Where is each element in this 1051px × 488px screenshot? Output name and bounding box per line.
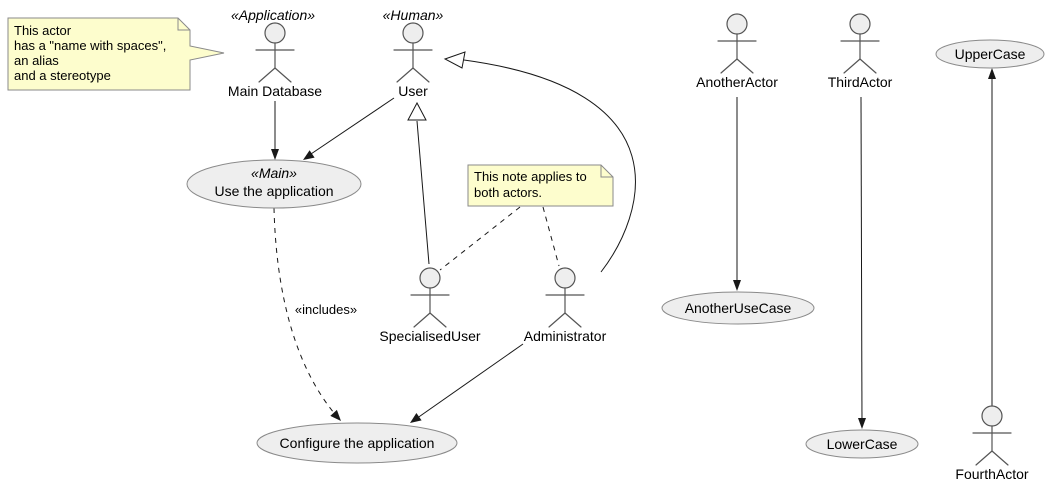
usecase-label: UpperCase <box>955 46 1026 62</box>
note-line: This note applies to <box>474 169 587 184</box>
edge-label-includes: «includes» <box>295 302 357 317</box>
usecase-ellipse <box>256 422 458 464</box>
usecase-lower-case: LowerCase <box>805 429 919 459</box>
note-body <box>467 164 614 207</box>
actor-leg <box>258 67 276 83</box>
actor-user: «Human» User <box>383 7 444 99</box>
arrowhead-icon <box>410 413 422 423</box>
usecase-label: LowerCase <box>827 436 898 452</box>
edge-main-database-to-use-application <box>271 101 279 160</box>
edge-curve <box>463 59 636 273</box>
actor-leg <box>859 58 877 74</box>
actor-head-icon <box>264 22 286 44</box>
usecase-stereotype: «Main» <box>251 165 297 181</box>
edge-specialiseduser-generalizes-user <box>407 101 430 265</box>
usecase-label: AnotherUseCase <box>685 300 792 316</box>
actor-leg <box>975 450 993 466</box>
actor-label: AnotherActor <box>696 74 778 90</box>
arrowhead-icon <box>988 68 996 79</box>
actor-stereotype: «Human» <box>383 7 444 23</box>
usecase-ellipse <box>186 159 362 209</box>
actor-label: SpecialisedUser <box>379 328 480 344</box>
actor-administrator: Administrator <box>524 267 607 344</box>
usecase-ellipse <box>935 39 1045 69</box>
edges: «includes» <box>271 51 996 429</box>
note-line: and a stereotype <box>14 68 111 83</box>
edge-line <box>304 97 395 159</box>
edge-user-to-use-application <box>303 97 395 160</box>
actor-specialised-user: SpecialisedUser <box>379 267 481 344</box>
arrowhead-icon <box>733 280 741 291</box>
actor-head-icon <box>419 267 441 289</box>
note-actor-description: This actor has a "name with spaces", an … <box>7 17 225 91</box>
actor-head-icon <box>554 267 576 289</box>
actor-leg <box>429 312 447 328</box>
note-fold-icon <box>600 165 613 178</box>
actor-leg <box>843 58 861 74</box>
note-link-to-specialiseduser <box>439 206 521 271</box>
usecase-another-use-case: AnotherUseCase <box>661 291 815 325</box>
actor-head-icon <box>402 22 424 44</box>
generalization-triangle-icon <box>443 51 466 69</box>
usecase-label: Configure the application <box>280 435 435 451</box>
edge-thirdactor-to-lowercase <box>858 96 866 429</box>
actor-another-actor: AnotherActor <box>696 13 778 90</box>
edge-anotheractor-to-anotherusecase <box>733 97 741 291</box>
usecase-ellipse <box>805 429 919 459</box>
actor-label: FourthActor <box>955 466 1028 482</box>
note-both-actors: This note applies to both actors. <box>467 164 614 207</box>
actor-head-icon <box>726 13 748 35</box>
actor-head-icon <box>849 13 871 35</box>
edge-administrator-to-configure <box>410 343 524 423</box>
edge-line <box>412 343 524 422</box>
actor-leg <box>991 450 1009 466</box>
arrowhead-icon <box>271 149 279 160</box>
actor-label: ThirdActor <box>828 74 893 90</box>
note-line: This actor <box>14 23 72 38</box>
actor-stereotype: «Application» <box>231 7 315 23</box>
note-link-to-administrator <box>542 206 560 267</box>
edge-curve <box>273 207 342 422</box>
actor-leg <box>736 58 754 74</box>
note-line: both actors. <box>474 185 542 200</box>
note-fold-icon <box>177 18 190 31</box>
note-line: an alias <box>14 53 59 68</box>
actor-leg <box>564 312 582 328</box>
usecase-use-the-application: «Main» Use the application <box>186 159 362 209</box>
actor-main-database: «Application» Main Database <box>228 7 322 99</box>
actor-leg <box>548 312 566 328</box>
edge-line <box>860 96 863 428</box>
usecase-configure-the-application: Configure the application <box>256 422 458 464</box>
edge-fourthactor-to-uppercase <box>988 68 996 406</box>
edge-use-application-includes-configure: «includes» <box>273 207 357 422</box>
actor-third-actor: ThirdActor <box>828 13 893 90</box>
actor-leg <box>396 67 414 83</box>
arrowhead-icon <box>330 409 341 421</box>
edge-line <box>416 120 430 265</box>
edge-administrator-generalizes-user <box>443 51 636 273</box>
usecase-ellipse <box>661 291 815 325</box>
note-body <box>7 17 225 91</box>
actor-leg <box>274 67 292 83</box>
actor-head-icon <box>981 405 1003 427</box>
actor-label: User <box>398 83 428 99</box>
actor-leg <box>413 312 431 328</box>
actor-label: Administrator <box>524 328 607 344</box>
usecase-label: Use the application <box>214 183 333 199</box>
arrowhead-icon <box>303 150 315 160</box>
actor-leg <box>720 58 738 74</box>
actor-leg <box>412 67 430 83</box>
actor-fourth-actor: FourthActor <box>955 405 1029 482</box>
usecase-upper-case: UpperCase <box>935 39 1045 69</box>
generalization-triangle-icon <box>407 101 427 121</box>
actor-label: Main Database <box>228 83 322 99</box>
note-line: has a "name with spaces", <box>14 38 166 53</box>
arrowhead-icon <box>858 418 866 429</box>
